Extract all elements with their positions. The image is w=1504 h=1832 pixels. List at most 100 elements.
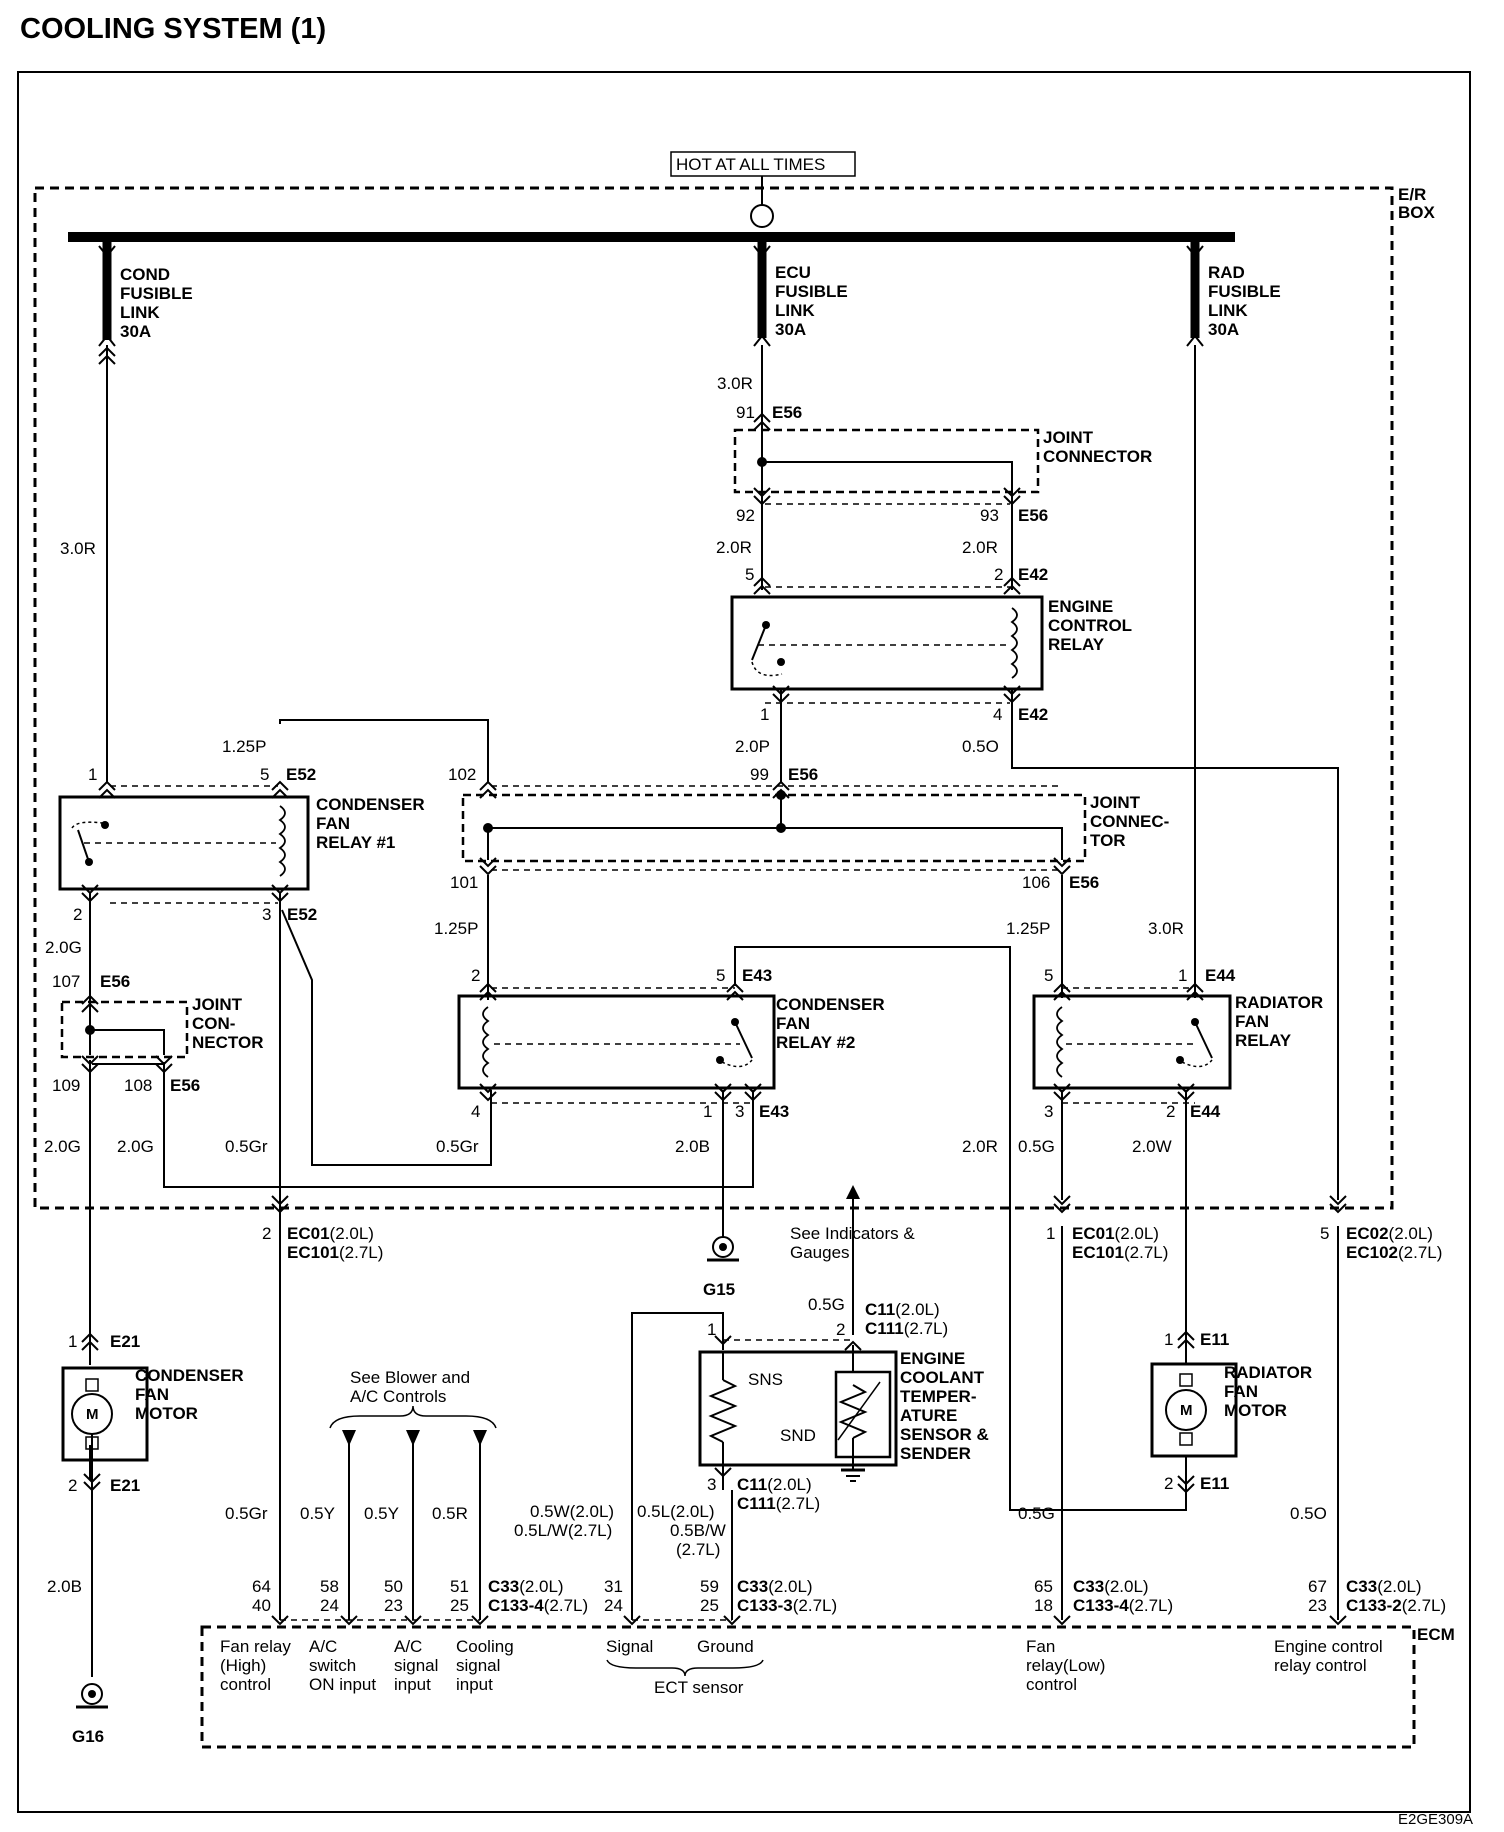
svg-text:EC02(2.0L): EC02(2.0L) <box>1346 1224 1433 1243</box>
svg-text:E56: E56 <box>100 972 130 991</box>
svg-text:3: 3 <box>1044 1102 1053 1121</box>
svg-text:E43: E43 <box>759 1102 789 1121</box>
ecm-label: ECM <box>1417 1625 1455 1644</box>
svg-text:MOTOR: MOTOR <box>1224 1401 1287 1420</box>
svg-text:25: 25 <box>450 1596 469 1615</box>
svg-text:A/C: A/C <box>309 1637 337 1656</box>
svg-text:2: 2 <box>471 966 480 985</box>
svg-text:FAN: FAN <box>1235 1012 1269 1031</box>
svg-text:EC101(2.7L): EC101(2.7L) <box>1072 1243 1168 1262</box>
svg-text:signal: signal <box>456 1656 500 1675</box>
svg-text:30A: 30A <box>120 322 151 341</box>
svg-text:93: 93 <box>980 506 999 525</box>
indicators-reference-1: See Indicators & <box>790 1224 915 1243</box>
svg-text:24: 24 <box>320 1596 339 1615</box>
svg-text:2: 2 <box>262 1224 271 1243</box>
svg-text:5: 5 <box>1044 966 1053 985</box>
svg-text:2: 2 <box>836 1320 845 1339</box>
svg-text:LINK: LINK <box>775 301 815 320</box>
svg-text:2: 2 <box>1164 1474 1173 1493</box>
ect-sensor-and-sender: SNS SND ENGINE COOLANT TEMPER- ATURE SEN… <box>698 1345 989 1482</box>
svg-text:3.0R: 3.0R <box>60 539 96 558</box>
svg-text:CONDENSER: CONDENSER <box>776 995 885 1014</box>
svg-text:RAD: RAD <box>1208 263 1245 282</box>
svg-text:0.5O: 0.5O <box>1290 1504 1327 1523</box>
svg-text:1: 1 <box>1046 1224 1055 1243</box>
svg-text:106: 106 <box>1022 873 1050 892</box>
svg-text:E52: E52 <box>287 905 317 924</box>
svg-text:30A: 30A <box>1208 320 1239 339</box>
svg-text:E56: E56 <box>772 403 802 422</box>
blower-reference-2: A/C Controls <box>350 1387 446 1406</box>
svg-text:1: 1 <box>1178 966 1187 985</box>
svg-text:91: 91 <box>736 403 755 422</box>
connector-variant-labels: EC01(2.0L) EC101(2.7L) EC01(2.0L) EC101(… <box>287 1224 1446 1615</box>
svg-text:E42: E42 <box>1018 565 1048 584</box>
svg-text:5: 5 <box>745 565 754 584</box>
cond-fusible-link: COND FUSIBLE LINK 30A <box>98 242 193 347</box>
svg-text:5: 5 <box>260 765 269 784</box>
svg-text:0.5Y: 0.5Y <box>300 1504 335 1523</box>
svg-text:0.5G: 0.5G <box>1018 1504 1055 1523</box>
svg-text:2.0R: 2.0R <box>962 538 998 557</box>
svg-text:0.5G: 0.5G <box>808 1295 845 1314</box>
svg-text:0.5G: 0.5G <box>1018 1137 1055 1156</box>
svg-text:SNS: SNS <box>748 1370 783 1389</box>
svg-text:108: 108 <box>124 1076 152 1095</box>
svg-text:ON input: ON input <box>309 1675 376 1694</box>
svg-text:2.0B: 2.0B <box>675 1137 710 1156</box>
svg-text:CONNEC-: CONNEC- <box>1090 812 1169 831</box>
svg-text:COOLANT: COOLANT <box>900 1368 985 1387</box>
svg-text:65: 65 <box>1034 1577 1053 1596</box>
svg-text:E21: E21 <box>110 1332 140 1351</box>
joint-connector-top: JOINT CONNECTOR <box>733 428 1152 500</box>
svg-text:2.0W: 2.0W <box>1132 1137 1172 1156</box>
svg-text:E42: E42 <box>1018 705 1048 724</box>
svg-text:2.0G: 2.0G <box>44 1137 81 1156</box>
svg-text:LINK: LINK <box>1208 301 1248 320</box>
svg-text:CONDENSER: CONDENSER <box>316 795 425 814</box>
svg-text:50: 50 <box>384 1577 403 1596</box>
svg-text:FUSIBLE: FUSIBLE <box>775 282 848 301</box>
svg-text:C33(2.0L): C33(2.0L) <box>737 1577 813 1596</box>
blower-ac-arrows <box>329 1405 497 1446</box>
radiator-fan-motor: M RADIATOR FAN MOTOR <box>1150 1335 1312 1485</box>
joint-connector-middle: JOINT CONNEC- TOR <box>461 790 1169 863</box>
svg-text:E56: E56 <box>788 765 818 784</box>
diagram-frame <box>17 71 1471 1813</box>
svg-text:signal: signal <box>394 1656 438 1675</box>
svg-text:E21: E21 <box>110 1476 140 1495</box>
svg-text:ENGINE: ENGINE <box>1048 597 1113 616</box>
ground-g16-label: G16 <box>72 1727 104 1746</box>
svg-text:51: 51 <box>450 1577 469 1596</box>
joint-connector-left: JOINT CON- NECTOR <box>60 995 263 1059</box>
svg-text:RELAY #1: RELAY #1 <box>316 833 395 852</box>
svg-text:0.5R: 0.5R <box>432 1504 468 1523</box>
svg-text:C111(2.7L): C111(2.7L) <box>737 1494 820 1513</box>
svg-text:1: 1 <box>760 705 769 724</box>
svg-text:0.5B/W: 0.5B/W <box>670 1521 726 1540</box>
motor-m-label: M <box>86 1406 99 1423</box>
svg-text:switch: switch <box>309 1656 356 1675</box>
svg-text:RELAY #2: RELAY #2 <box>776 1033 855 1052</box>
svg-text:FAN: FAN <box>1224 1382 1258 1401</box>
svg-text:0.5L/W(2.7L): 0.5L/W(2.7L) <box>514 1521 612 1540</box>
svg-text:control: control <box>1026 1675 1077 1694</box>
svg-text:3.0R: 3.0R <box>717 374 753 393</box>
svg-text:Ground: Ground <box>697 1637 754 1656</box>
svg-text:18: 18 <box>1034 1596 1053 1615</box>
ground-g16: G16 <box>72 1683 108 1746</box>
svg-text:64: 64 <box>252 1577 271 1596</box>
svg-text:E52: E52 <box>286 765 316 784</box>
indicators-arrow <box>846 1185 860 1199</box>
svg-text:1: 1 <box>68 1332 77 1351</box>
svg-text:23: 23 <box>384 1596 403 1615</box>
svg-text:25: 25 <box>700 1596 719 1615</box>
svg-text:1: 1 <box>88 765 97 784</box>
svg-text:E43: E43 <box>742 966 772 985</box>
svg-text:RELAY: RELAY <box>1048 635 1105 654</box>
svg-text:(High): (High) <box>220 1656 266 1675</box>
svg-text:2.0R: 2.0R <box>716 538 752 557</box>
svg-text:input: input <box>456 1675 493 1694</box>
ect-sensor-brace <box>606 1659 764 1677</box>
